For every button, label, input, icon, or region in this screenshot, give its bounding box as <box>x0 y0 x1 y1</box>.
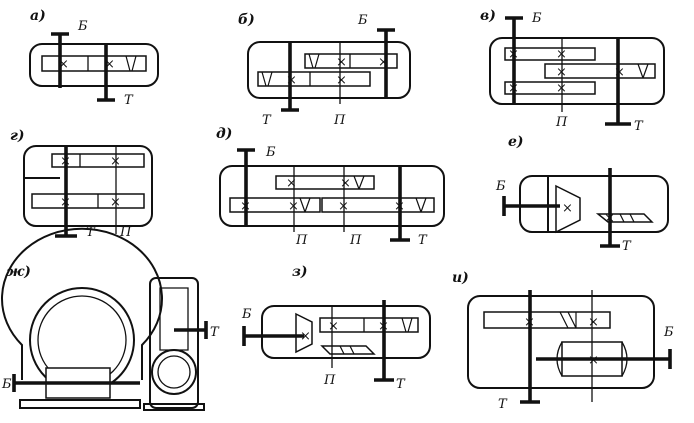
panel-v-label: в) <box>480 8 496 24</box>
panel-d-housing <box>219 165 445 227</box>
panel-g-shaft-label-P: П <box>119 225 132 240</box>
panel-d-lower-left-hatch <box>299 197 311 213</box>
panel-z-shaft-label-B: Б <box>241 307 252 322</box>
panel-e-bevel-pinion <box>555 184 581 234</box>
panel-d-gear-mark-2: × <box>340 176 351 191</box>
panel-z-upper-hatch <box>401 317 413 333</box>
panel-d-gear-mark-1: × <box>286 176 297 191</box>
panel-i: и) × × × Т Б <box>452 270 674 412</box>
panel-z-bevel-wheel <box>320 345 376 355</box>
panel-e-housing <box>519 175 669 233</box>
panel-b-shaft-label-B: Б <box>357 13 368 28</box>
panel-z-gear-mark-2: × <box>328 319 339 334</box>
panel-d-upper-gears <box>275 175 375 190</box>
panel-i-shaft-label-B: Б <box>663 325 674 340</box>
panel-b-lower-hatch <box>261 71 273 87</box>
panel-z-gear-mark-1: × <box>300 329 311 344</box>
panel-v-shaft-label-T: Т <box>634 119 644 134</box>
panel-v-upper-gears <box>504 47 596 61</box>
panel-g-lower-gears <box>31 193 145 209</box>
panel-a-gear-mark-1: × <box>58 57 69 72</box>
panel-d-shaft-label-P2: П <box>349 233 362 248</box>
panel-z-upper-gears <box>319 317 419 333</box>
panel-g-shaft-label-T: Т <box>86 225 96 240</box>
panel-b-shaft-label-P: П <box>333 113 346 128</box>
panel-b-gear-mark-4: × <box>336 73 347 88</box>
panel-b-housing <box>247 41 411 99</box>
panel-e-gear-mark-1: × <box>562 201 573 216</box>
panel-v-shaft-label-P: П <box>555 115 568 130</box>
panel-a-gear-pair <box>41 55 147 72</box>
panel-zh-side-worm <box>151 349 197 395</box>
panel-b-gear-mark-1: × <box>336 55 347 70</box>
panel-a-housing <box>29 43 159 87</box>
panel-v-lower-gears <box>504 81 596 95</box>
panel-v-middle-hatch <box>637 63 649 79</box>
panel-z-bevel-pinion <box>295 312 313 354</box>
panel-v-shaft-label-B: Б <box>531 11 542 26</box>
panel-g: г) × × × × Т П <box>10 128 153 240</box>
panel-a-shaft-label-B: Б <box>77 19 88 34</box>
panel-z-shaft-label-T: Т <box>396 377 406 392</box>
panel-g-housing <box>23 145 153 227</box>
panel-e-label: е) <box>508 134 524 150</box>
panel-e: е) × × Б Т <box>495 134 669 254</box>
panel-zh-shaft-label-B: Б <box>1 377 12 392</box>
panel-a-label: а) <box>30 8 46 24</box>
panel-a: а) × × Б Т <box>29 8 159 108</box>
panel-b-gear-mark-2: × <box>378 55 389 70</box>
panel-d-shaft-label-T: Т <box>418 233 428 248</box>
panel-zh-side-worm-inner <box>157 355 191 389</box>
panel-e-bevel-hatch <box>619 213 635 223</box>
panel-v-housing <box>489 37 665 105</box>
panel-zh-side-wheel <box>159 287 189 351</box>
panel-zh-housing-outer <box>1 227 163 380</box>
panel-e-shaft-label-T: Т <box>622 239 632 254</box>
panel-zh-label: ж) <box>6 264 31 280</box>
panel-b-label: б) <box>238 12 255 28</box>
panel-zh-shaft-label-T: Т <box>210 325 220 340</box>
panel-zh-side-base <box>143 403 205 411</box>
panel-i-upper-gears <box>483 311 611 329</box>
panel-z-shaft-label-P: П <box>323 373 336 388</box>
panel-zh-base <box>19 399 141 409</box>
panel-z: з) × × × Б П Т <box>241 264 431 392</box>
panel-b: б) × × × × Б Т П <box>238 12 411 128</box>
panel-g-upper-gears <box>51 153 145 168</box>
panel-d-lower-left-gears <box>229 197 321 213</box>
panel-v: в) × × × × × × Б П Т <box>480 8 665 134</box>
panel-i-upper-hatch <box>559 311 577 329</box>
panel-b-upper-gears <box>304 53 398 69</box>
panel-d-shaft-label-P1: П <box>295 233 308 248</box>
panel-b-shaft-label-T: Т <box>262 113 272 128</box>
panel-d-label: д) <box>216 126 232 142</box>
panel-d-lower-right-hatch <box>415 197 427 213</box>
panel-a-shaft-label-T: Т <box>124 93 134 108</box>
panel-b-lower-gears <box>257 71 371 87</box>
panel-a-helix-hatch <box>125 55 137 72</box>
panel-zh: ж) Т Б <box>1 227 220 411</box>
panel-z-bevel-hatch <box>339 345 355 355</box>
panel-b-upper-hatch <box>308 53 320 69</box>
panel-a-gear-mark-2: × <box>104 57 115 72</box>
panel-e-shaft-label-B: Б <box>495 179 506 194</box>
panel-d-upper-hatch <box>353 175 365 190</box>
panel-i-label: и) <box>452 270 469 286</box>
panel-z-housing <box>261 305 431 359</box>
panel-i-housing <box>467 295 655 389</box>
panel-d: д) × × × × × × Б П П Т <box>216 126 445 248</box>
panel-i-gear-mark-2: × <box>588 315 599 330</box>
panel-z-label: з) <box>292 264 308 280</box>
panel-d-lower-right-gears <box>321 197 435 213</box>
panel-zh-side-housing <box>149 277 199 409</box>
panel-i-shaft-label-T: Т <box>498 397 508 412</box>
panel-d-shaft-label-B: Б <box>265 145 276 160</box>
panel-v-middle-gears <box>544 63 656 79</box>
panel-g-label: г) <box>10 128 25 144</box>
